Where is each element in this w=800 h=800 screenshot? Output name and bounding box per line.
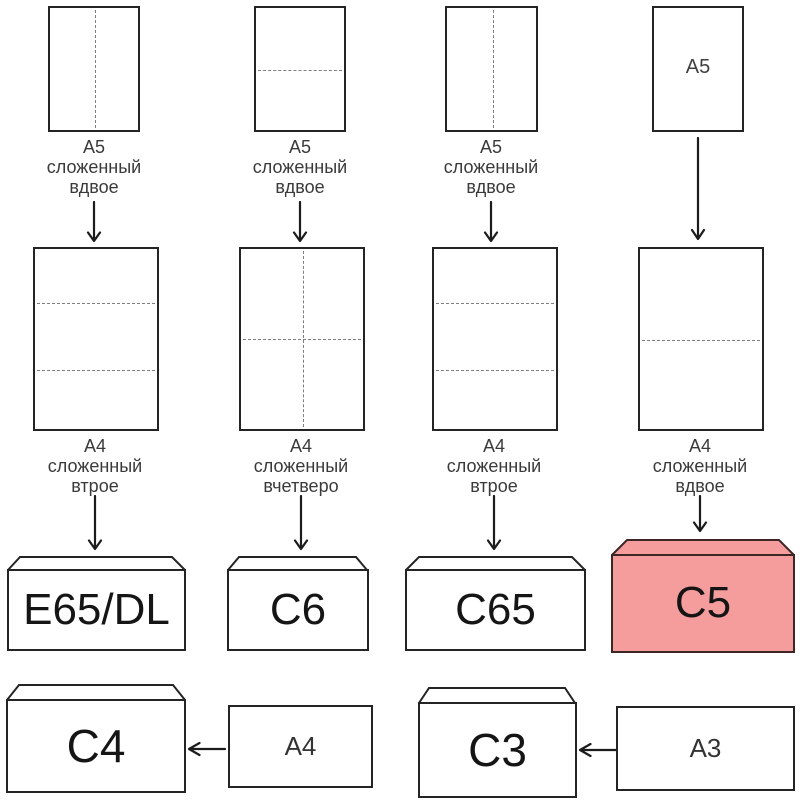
envelope-label: C3 (468, 723, 527, 776)
a4-sheet-fold-thirds-2 (432, 247, 558, 431)
arrow-down-icon (690, 137, 706, 241)
caption-a4-col2: A4 сложенный вчетверо (253, 436, 349, 496)
envelope-shape (418, 687, 577, 798)
envelope-label: C6 (269, 584, 327, 634)
arrow-left-icon (187, 741, 226, 757)
fold-line-horizontal (436, 370, 554, 371)
arrow-down-icon (87, 495, 103, 551)
a4-sheet-fold-quarters (239, 247, 365, 431)
a4-sheet-flat: A4 (228, 705, 373, 788)
envelope-c65: C65 (405, 556, 586, 651)
fold-line-horizontal (37, 370, 155, 371)
fold-line-vertical (493, 10, 494, 128)
arrow-down-icon (483, 201, 499, 243)
envelope-c6: C6 (227, 556, 369, 651)
a5-sheet-fold-lengthwise-2 (445, 6, 538, 132)
envelope-c5-highlighted: C5 (611, 539, 795, 653)
envelope-label: C4 (66, 719, 126, 772)
arrow-down-icon (692, 495, 708, 533)
caption-a5-col2: A5 сложенный вдвое (252, 137, 348, 197)
a5-sheet-fold-crosswise (254, 6, 346, 132)
caption-a4-col1: A4 сложенный втрое (47, 436, 143, 496)
a5-sheet-plain: A5 (652, 6, 744, 132)
flat-sheet-label: A4 (284, 731, 317, 761)
envelope-label: C65 (455, 584, 536, 634)
envelope-label: C5 (674, 578, 732, 627)
caption-a4-col4: A4 сложенный вдвое (652, 436, 748, 496)
fold-line-horizontal (258, 70, 342, 71)
a4-sheet-fold-half (638, 247, 764, 431)
envelope-shape (227, 556, 369, 651)
envelope-c4: C4 (6, 684, 186, 793)
a4-sheet-fold-thirds-1 (33, 247, 159, 431)
envelope-shape (611, 539, 795, 653)
caption-a5-col3: A5 сложенный вдвое (443, 137, 539, 197)
fold-line-horizontal (642, 340, 760, 341)
arrow-left-icon (578, 742, 617, 758)
a5-sheet-fold-lengthwise-1 (48, 6, 140, 132)
a5-sheet-inner-label: A5 (685, 56, 711, 78)
arrow-down-icon (486, 495, 502, 551)
envelope-c3: C3 (418, 687, 577, 798)
envelope-e65-dl: E65/DL (7, 556, 186, 651)
arrow-down-icon (293, 495, 309, 551)
flat-sheet-label: A3 (689, 733, 722, 763)
fold-line-horizontal (243, 339, 361, 340)
arrow-down-icon (292, 201, 308, 243)
fold-line-horizontal (37, 303, 155, 304)
caption-a5-col1: A5 сложенный вдвое (46, 137, 142, 197)
a3-sheet-flat: A3 (616, 706, 795, 791)
envelope-shape (405, 556, 586, 651)
arrow-down-icon (86, 201, 102, 243)
caption-a4-col3: A4 сложенный втрое (446, 436, 542, 496)
envelope-shape (7, 556, 186, 651)
envelope-label: E65/DL (23, 584, 170, 634)
fold-line-vertical (95, 10, 96, 128)
envelope-shape (6, 684, 186, 793)
fold-line-horizontal (436, 303, 554, 304)
